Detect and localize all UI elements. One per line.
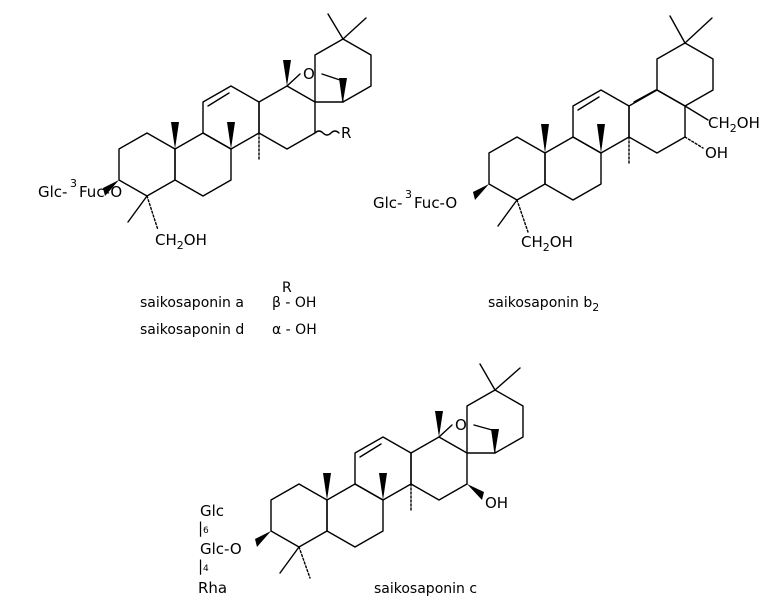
methyl-wedge	[227, 122, 235, 149]
captions-group: R saikosaponin a β - OH saikosaponin d α…	[140, 280, 599, 338]
methyl-wedge	[283, 60, 291, 86]
ring-b	[174, 132, 232, 197]
methyl	[497, 199, 518, 227]
caption-saikosaponin-a: saikosaponin a	[140, 295, 244, 311]
ring-a	[488, 136, 546, 201]
glc-top-label: Glc	[200, 502, 224, 520]
oh-hash	[684, 136, 704, 149]
double-bond	[577, 96, 600, 111]
link-bar-4: |	[198, 557, 203, 575]
ch2oh-label: CH2OH	[155, 231, 207, 252]
methyl	[342, 17, 367, 40]
methyl-wedge	[541, 124, 549, 153]
methyl	[684, 17, 713, 44]
ring-oxygen-label: O	[303, 65, 315, 83]
double-bond	[359, 443, 382, 458]
fuc-o-label: Fuc-O	[414, 194, 457, 212]
o-wedge	[473, 184, 489, 200]
ether-bridge	[473, 424, 493, 431]
double-bond	[207, 92, 230, 107]
ether-bridge	[321, 73, 341, 81]
r-column-header: R	[282, 280, 292, 296]
methyl	[127, 195, 148, 223]
oh-label: OH	[485, 494, 508, 512]
methyl-wedge	[597, 124, 605, 153]
ch2oh-hash	[146, 195, 159, 231]
methyl-wedge	[323, 473, 331, 500]
caption-saikosaponin-d: saikosaponin d	[140, 322, 244, 338]
superscript-3: 3	[70, 177, 77, 190]
oh-label: OH	[705, 144, 728, 162]
methyl	[327, 13, 344, 40]
link-6-label: 6	[203, 526, 209, 536]
link-bar-6: |	[198, 519, 203, 537]
o-wedge	[103, 180, 119, 196]
methyl	[279, 546, 300, 574]
fuc-o-label: Fuc-O	[79, 183, 122, 201]
ring-a	[118, 132, 176, 197]
methyl-wedge	[339, 78, 347, 102]
rha-label: Rha	[198, 579, 227, 597]
methyl	[479, 363, 496, 391]
caption-a-r-value: β - OH	[272, 295, 316, 311]
o-wedge	[255, 531, 271, 547]
r-label: R	[341, 124, 351, 142]
ring-b	[544, 136, 602, 201]
ring-a	[270, 483, 328, 548]
caption-saikosaponin-b2: saikosaponin b2	[488, 295, 599, 314]
ch2oh-bottom-label: CH2OH	[521, 233, 573, 254]
ring-oxygen-label: O	[455, 416, 467, 434]
ring-d	[258, 85, 316, 150]
methyl	[669, 15, 686, 44]
methyl-wedge	[171, 122, 179, 149]
structure-saikosaponin-c: Glc | 6 Glc-O | 4 Rha O OH saikosaponin …	[198, 363, 524, 597]
structure-saikosaponin-a-d: Glc- 3 Fuc-O CH2OH O R	[38, 13, 372, 252]
glc-label: Glc-	[38, 183, 67, 201]
methyl-wedge	[491, 429, 499, 453]
ch2oh-right-label: CH2OH	[708, 114, 760, 135]
ch2oh-hash	[516, 199, 529, 233]
r-wavy-bond	[314, 130, 340, 136]
glc-o-label: Glc-O	[200, 540, 242, 558]
double-bond	[633, 89, 657, 103]
caption-saikosaponin-c: saikosaponin c	[374, 581, 477, 597]
superscript-3: 3	[405, 188, 412, 201]
ether-bridge	[286, 73, 301, 87]
methyl	[494, 367, 521, 391]
methyl	[298, 546, 311, 579]
link-4-label: 4	[203, 564, 209, 574]
ch2oh-bond	[684, 105, 709, 121]
methyl-wedge	[379, 473, 387, 500]
caption-d-r-value: α - OH	[272, 322, 317, 338]
methyl-wedge	[435, 411, 443, 437]
ring-b	[326, 483, 384, 548]
structure-saikosaponin-b2: Glc- 3 Fuc-O CH2OH CH2OH OH	[373, 15, 760, 254]
ring-e	[656, 42, 714, 107]
ring-d	[410, 436, 468, 501]
ether-bridge	[438, 424, 453, 438]
oh-wedge	[467, 484, 484, 500]
glc-label: Glc-	[373, 194, 402, 212]
